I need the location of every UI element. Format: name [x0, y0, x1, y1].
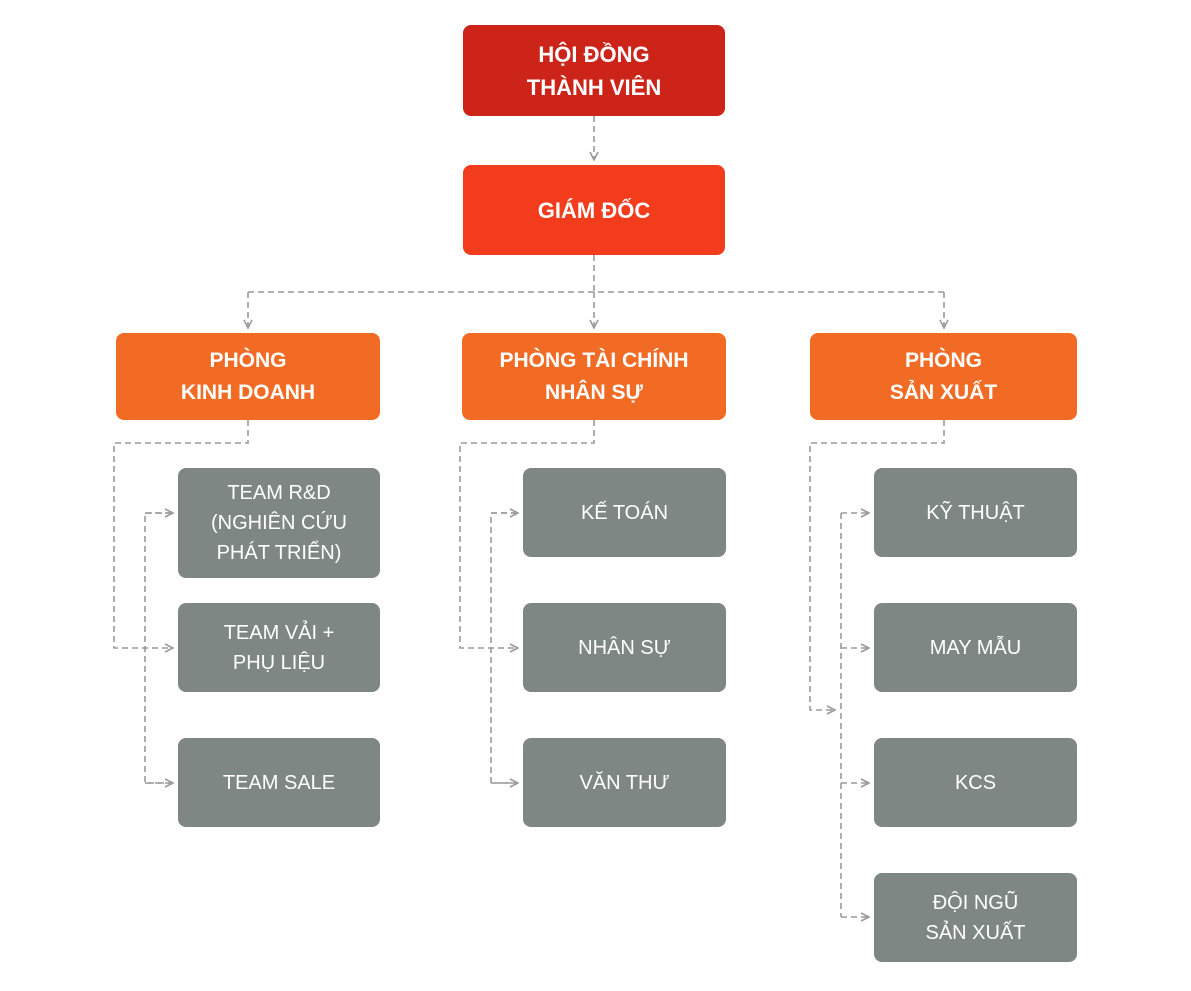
board-label: HỘI ĐỒNG THÀNH VIÊN	[526, 41, 662, 100]
team-fabric-accessories-box: TEAM VẢI + PHỤ LIỆU	[178, 603, 380, 692]
director-label: GIÁM ĐỐC	[537, 197, 651, 223]
team-clerical-box: VĂN THƯ	[523, 738, 726, 827]
team-label: TEAM VẢI + PHỤ LIỆU	[223, 621, 335, 674]
team-label: KẾ TOÁN	[580, 501, 669, 524]
connector-sales-trunk	[113, 420, 249, 648]
team-technical-box: KỸ THUẬT	[874, 468, 1077, 557]
department-label: PHÒNG KINH DOANH	[180, 349, 316, 404]
department-label: PHÒNG SẢN XUẤT	[889, 349, 998, 404]
department-production-box: PHÒNG SẢN XUẤT	[810, 333, 1077, 420]
team-rnd-box: TEAM R&D (NGHIÊN CỨU PHÁT TRIỂN)	[178, 468, 380, 578]
department-label: PHÒNG TÀI CHÍNH NHÂN SỰ	[499, 349, 689, 404]
team-label: VĂN THƯ	[579, 771, 670, 794]
connector-finance-trunk	[459, 420, 595, 648]
department-sales-box: PHÒNG KINH DOANH	[116, 333, 380, 420]
team-label: TEAM SALE	[222, 771, 336, 794]
team-accounting-box: KẾ TOÁN	[523, 468, 726, 557]
team-label: TEAM R&D (NGHIÊN CỨU PHÁT TRIỂN)	[211, 482, 347, 564]
department-finance-hr-box: PHÒNG TÀI CHÍNH NHÂN SỰ	[462, 333, 726, 420]
team-sale-box: TEAM SALE	[178, 738, 380, 827]
team-label: KCS	[954, 771, 997, 794]
team-qc-box: KCS	[874, 738, 1077, 827]
connector-production-trunk	[809, 420, 945, 710]
team-label: KỸ THUẬT	[926, 501, 1025, 524]
team-label: MAY MẪU	[929, 636, 1022, 659]
director-box: GIÁM ĐỐC	[463, 165, 725, 255]
board-box: HỘI ĐỒNG THÀNH VIÊN	[463, 25, 725, 116]
team-sample-sewing-box: MAY MẪU	[874, 603, 1077, 692]
team-production-crew-box: ĐỘI NGŨ SẢN XUẤT	[874, 873, 1077, 962]
team-label: NHÂN SỰ	[578, 636, 671, 659]
team-hr-box: NHÂN SỰ	[523, 603, 726, 692]
team-label: ĐỘI NGŨ SẢN XUẤT	[925, 891, 1026, 944]
